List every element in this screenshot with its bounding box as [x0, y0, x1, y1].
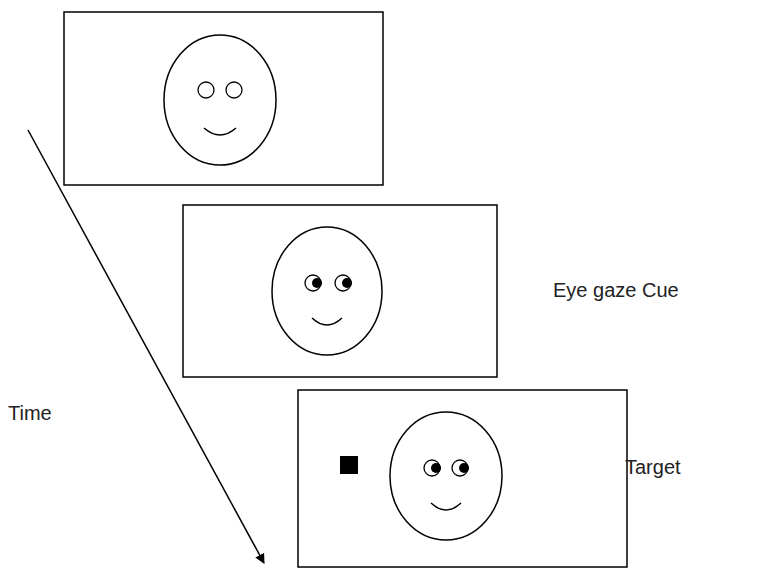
gaze-cue-frame: [183, 205, 497, 377]
blank-face-frame: [64, 12, 383, 185]
axis-label: Time: [8, 401, 52, 425]
stage-label: Eye gaze Cue: [553, 278, 679, 302]
target-square: [340, 456, 358, 474]
time-arrow: [28, 130, 264, 563]
stage-label: Target: [625, 455, 681, 479]
target-frame: [298, 390, 627, 567]
